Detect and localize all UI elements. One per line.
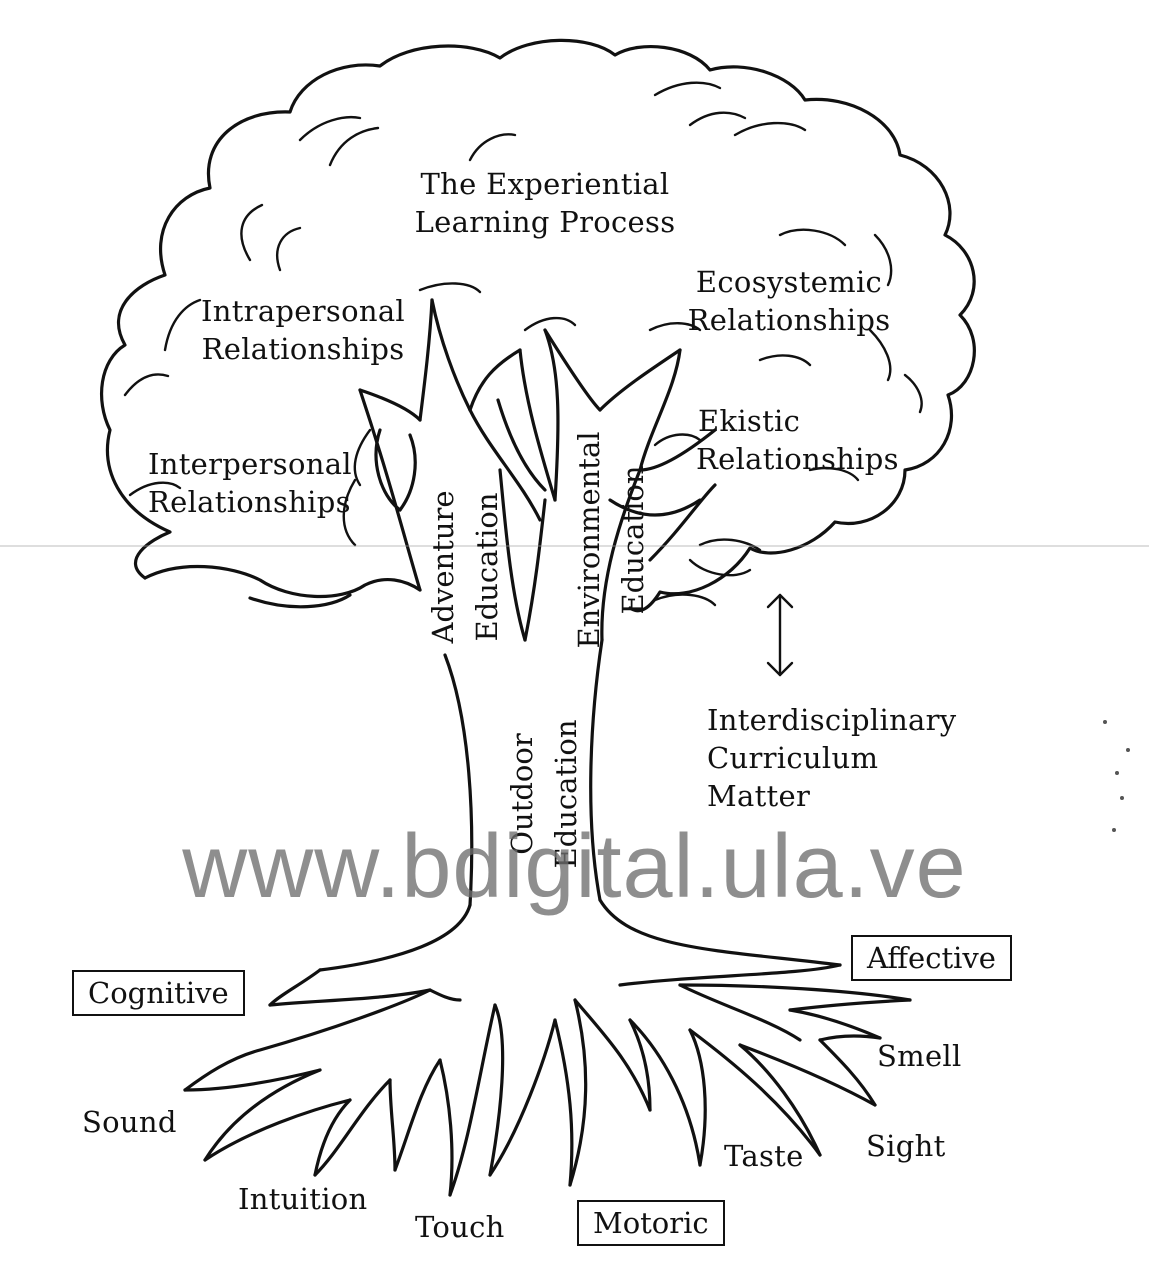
adventure-line-1: Adventure xyxy=(421,477,465,657)
environmental-line-2: Education xyxy=(611,425,655,655)
interpersonal-line-2: Relationships xyxy=(148,483,352,521)
label-adventure-education: Adventure Education xyxy=(421,477,509,657)
ecosystemic-line-2: Relationships xyxy=(684,301,894,339)
interdisciplinary-line-3: Matter xyxy=(707,777,956,815)
title-line-2: Learning Process xyxy=(405,203,685,241)
label-ekistic: Ekistic Relationships xyxy=(696,402,899,478)
label-interpersonal: Interpersonal Relationships xyxy=(148,445,352,521)
ekistic-line-2: Relationships xyxy=(696,440,899,478)
environmental-line-1: Environmental xyxy=(567,425,611,655)
watermark: www.bdigital.ula.ve xyxy=(0,812,1149,922)
box-affective: Affective xyxy=(851,935,1012,981)
diagram-title: The Experiential Learning Process xyxy=(405,165,685,241)
adventure-line-2: Education xyxy=(465,477,509,657)
intrapersonal-line-1: Intrapersonal xyxy=(198,292,408,330)
ecosystemic-line-1: Ecosystemic xyxy=(684,263,894,301)
label-sight: Sight xyxy=(866,1127,946,1165)
label-intrapersonal: Intrapersonal Relationships xyxy=(198,292,408,368)
label-intuition: Intuition xyxy=(238,1180,368,1218)
box-motoric: Motoric xyxy=(577,1200,725,1246)
intrapersonal-line-2: Relationships xyxy=(198,330,408,368)
label-touch: Touch xyxy=(415,1208,505,1246)
label-environmental-education: Environmental Education xyxy=(567,425,655,655)
title-line-1: The Experiential xyxy=(405,165,685,203)
interdisciplinary-line-1: Interdisciplinary xyxy=(707,701,956,739)
box-cognitive: Cognitive xyxy=(72,970,245,1016)
canopy-underside-left xyxy=(145,566,420,596)
label-ecosystemic: Ecosystemic Relationships xyxy=(684,263,894,339)
label-smell: Smell xyxy=(877,1037,962,1075)
label-interdisciplinary: Interdisciplinary Curriculum Matter xyxy=(707,701,956,815)
interpersonal-line-1: Interpersonal xyxy=(148,445,352,483)
interdisciplinary-line-2: Curriculum xyxy=(707,739,956,777)
label-sound: Sound xyxy=(82,1103,177,1141)
ekistic-line-1: Ekistic xyxy=(696,402,899,440)
double-arrow-icon xyxy=(768,595,792,675)
label-taste: Taste xyxy=(724,1137,804,1175)
